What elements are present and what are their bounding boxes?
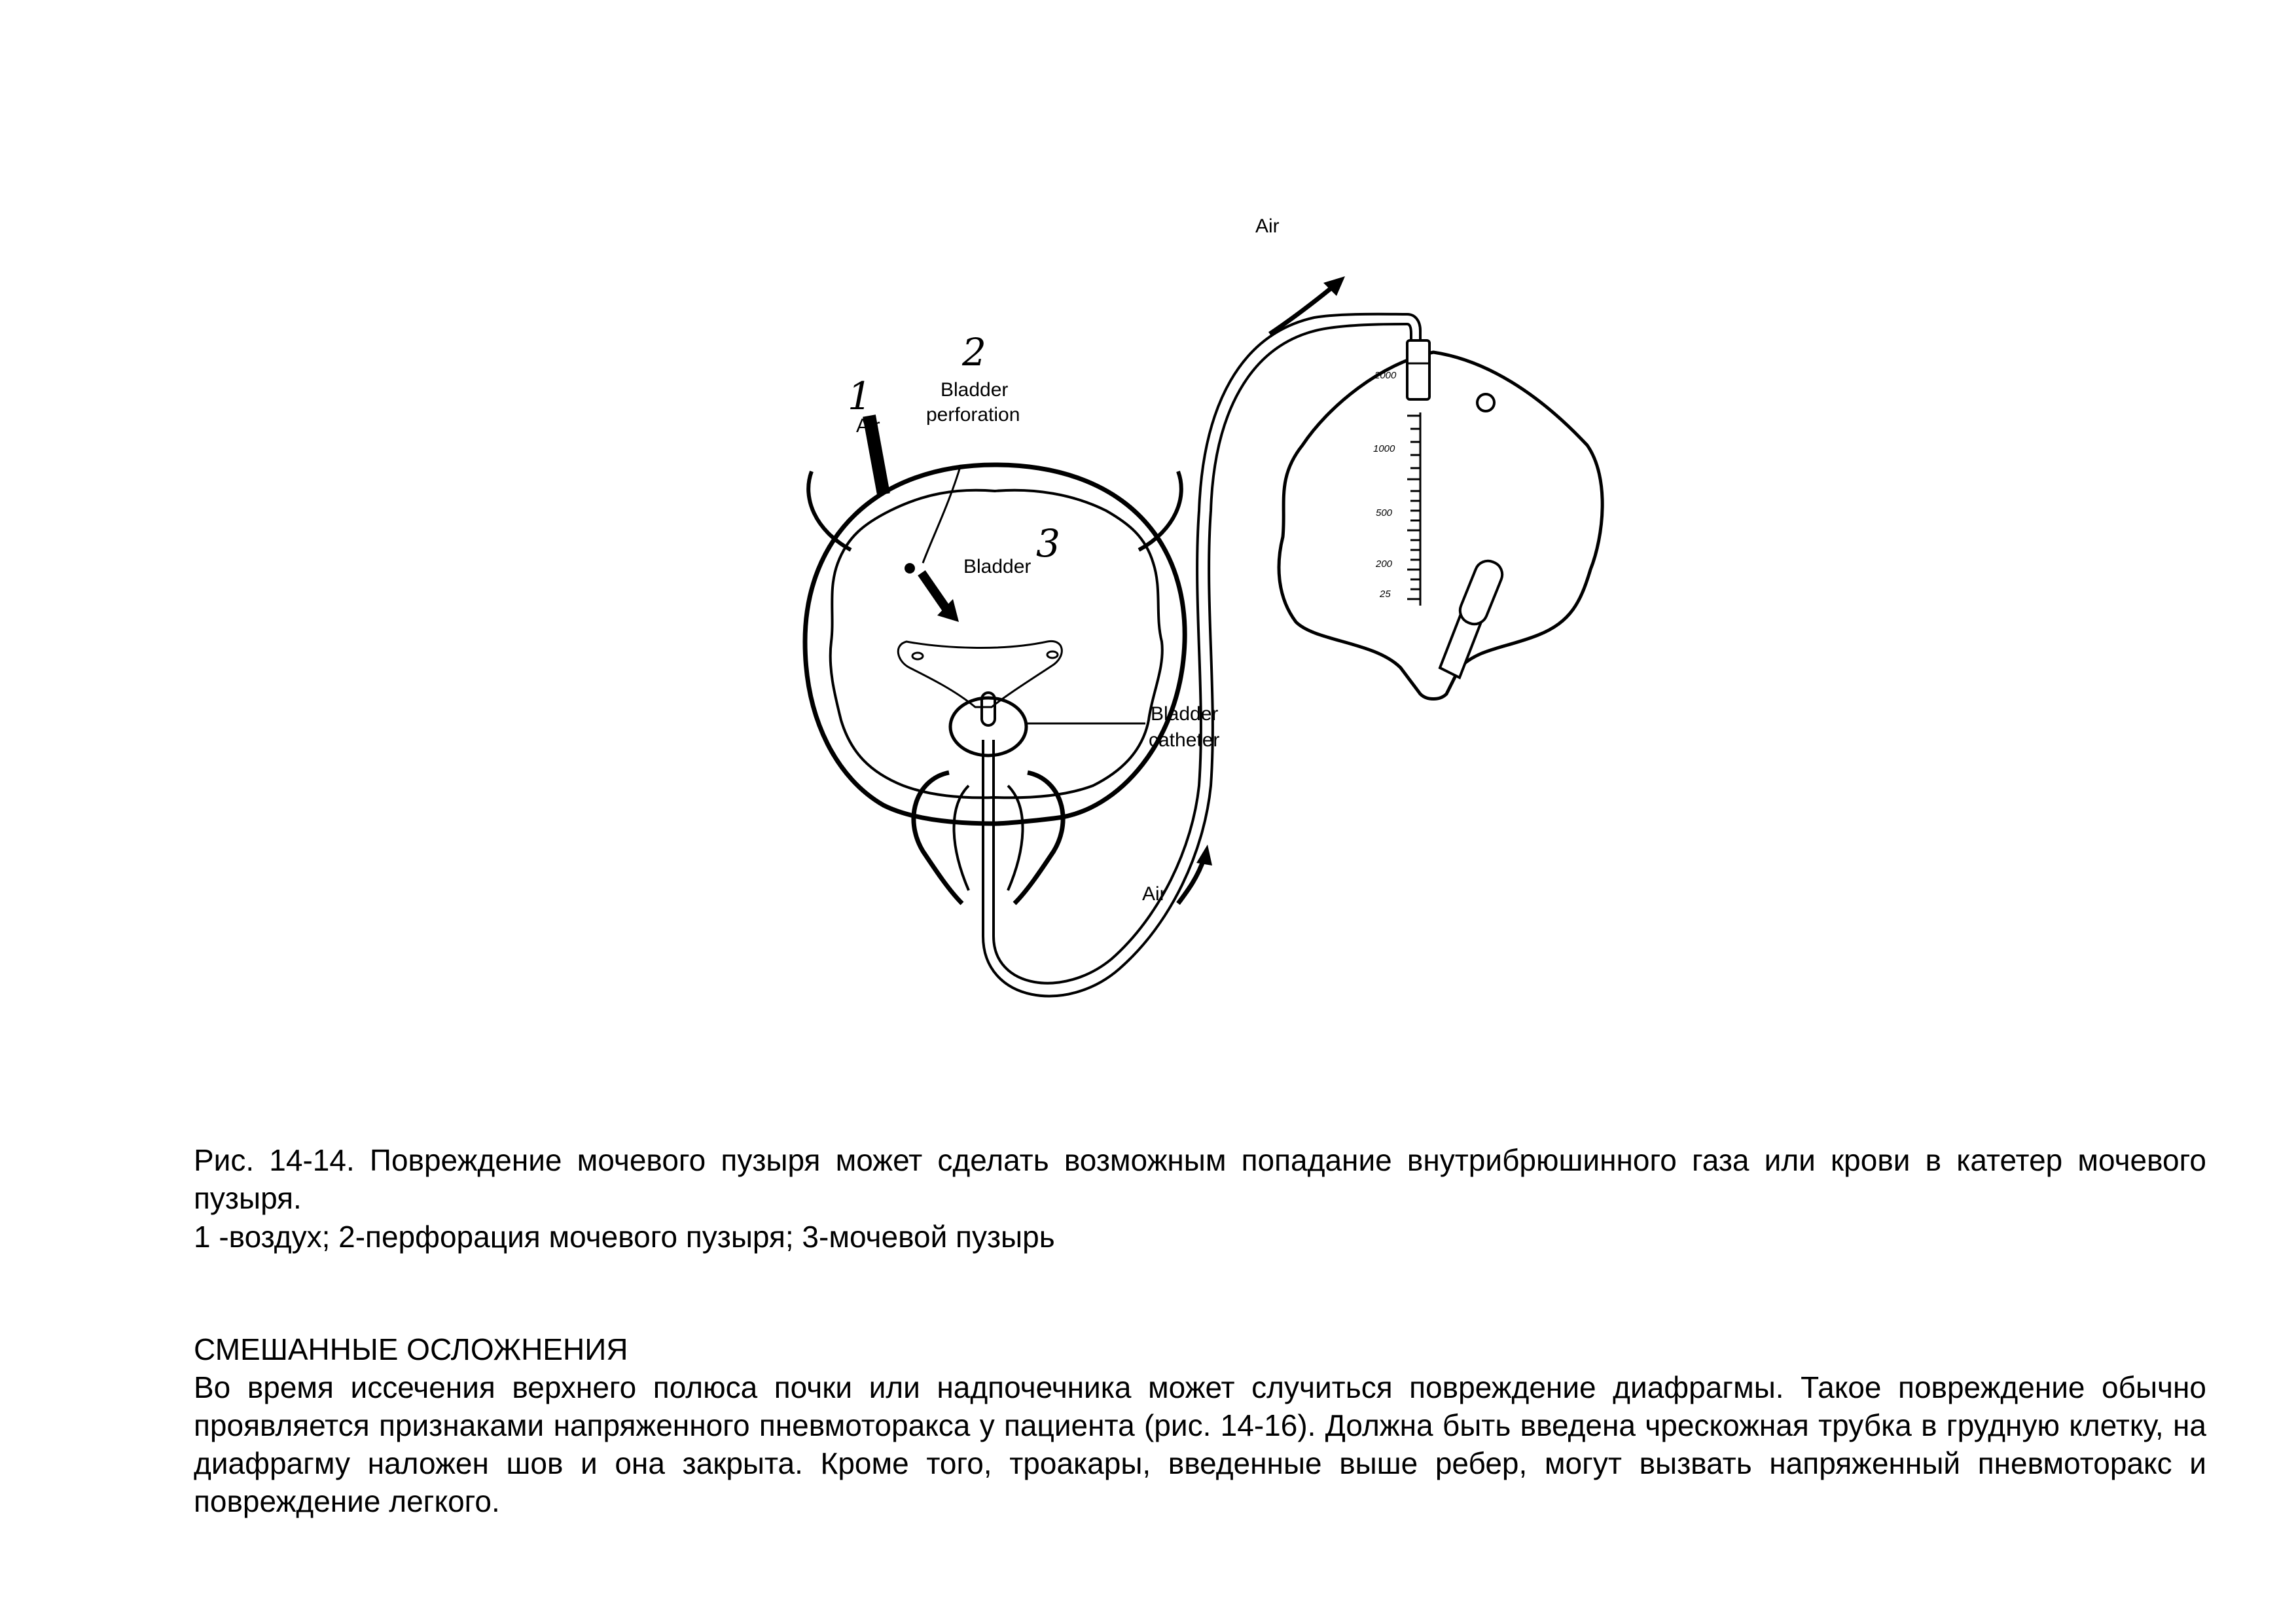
bag-scale-2000: 2000: [1374, 370, 1397, 381]
air-arrow-bottom-head: [1196, 845, 1212, 866]
bag-scale-ticks: [1407, 414, 1420, 600]
right-ureter: [1138, 470, 1183, 552]
bag-scale-200: 200: [1375, 558, 1393, 570]
label-catheter-line1: Bladder: [1151, 703, 1218, 725]
bladder-outer-wall: [802, 462, 1187, 826]
label-air-top: Air: [1255, 215, 1280, 237]
figure-caption-text: Рис. 14-14. Повреждение мочевого пузыря …: [194, 1143, 2206, 1215]
label-bladder: Bladder: [963, 556, 1031, 577]
label-number-3: 3: [1036, 521, 1060, 566]
catheter-tube-inner: [992, 312, 1408, 985]
section-body: Во время иссечения верхнего полюса почки…: [194, 1368, 2206, 1520]
label-catheter-line2: catheter: [1149, 729, 1219, 751]
ureteral-orifice-right: [1046, 650, 1059, 659]
perforation-arrowhead: [937, 599, 959, 622]
trigone: [897, 640, 1063, 708]
perforation-pointer: [922, 464, 962, 564]
ureteral-orifice-left: [911, 651, 924, 661]
tube-to-bag: [1407, 313, 1422, 350]
section-paragraph: Во время иссечения верхнего полюса почки…: [194, 1370, 2206, 1518]
air-arrow-top-head: [1323, 276, 1345, 296]
left-ureter: [806, 470, 852, 552]
bag-connector: [1406, 339, 1431, 401]
section-heading: СМЕШАННЫЕ ОСЛОЖНЕНИЯ: [194, 1332, 628, 1366]
bag-hanger-hole: [1476, 393, 1496, 412]
label-perforation-line2: perforation: [926, 404, 1020, 426]
bag-scale-1000: 1000: [1373, 443, 1395, 454]
figure-caption: Рис. 14-14. Повреждение мочевого пузыря …: [194, 1141, 2206, 1217]
prostate-left: [911, 770, 964, 905]
air-inlet-bar: [863, 414, 890, 496]
label-number-1: 1: [848, 374, 872, 418]
bag-scale-25: 25: [1379, 589, 1391, 600]
prostate-right: [1013, 770, 1066, 905]
bladder-perforation-figure: 1 Air 2 Bladder perforation Bladder 3 Bl…: [753, 196, 1669, 1061]
prostate-inner-right: [1007, 784, 1024, 891]
perforation-arrow: [918, 570, 950, 611]
catheter-balloon: [948, 696, 1028, 757]
prostate-inner-left: [952, 784, 970, 891]
air-arrow-top: [1268, 283, 1337, 336]
catheter-tube-outer: [982, 323, 1408, 998]
figure-legend: 1 -воздух; 2-перфорация мочевого пузыря;…: [194, 1220, 1055, 1254]
label-perforation-line1: Bladder: [941, 379, 1008, 401]
figure-illustration: 1 Air 2 Bladder perforation Bladder 3 Bl…: [802, 215, 1604, 998]
label-air-left: Air: [856, 415, 880, 437]
perforation-dot: [905, 563, 915, 574]
label-air-bottom: Air: [1142, 883, 1166, 905]
label-number-2: 2: [961, 330, 986, 374]
bladder-inner-wall: [829, 488, 1164, 799]
tube-to-bag-2: [1407, 323, 1412, 350]
catheter-tip: [980, 691, 996, 727]
drainage-bag: [1277, 350, 1604, 701]
bag-scale-500: 500: [1376, 507, 1393, 519]
bag-outlet-cap: [1458, 559, 1504, 626]
